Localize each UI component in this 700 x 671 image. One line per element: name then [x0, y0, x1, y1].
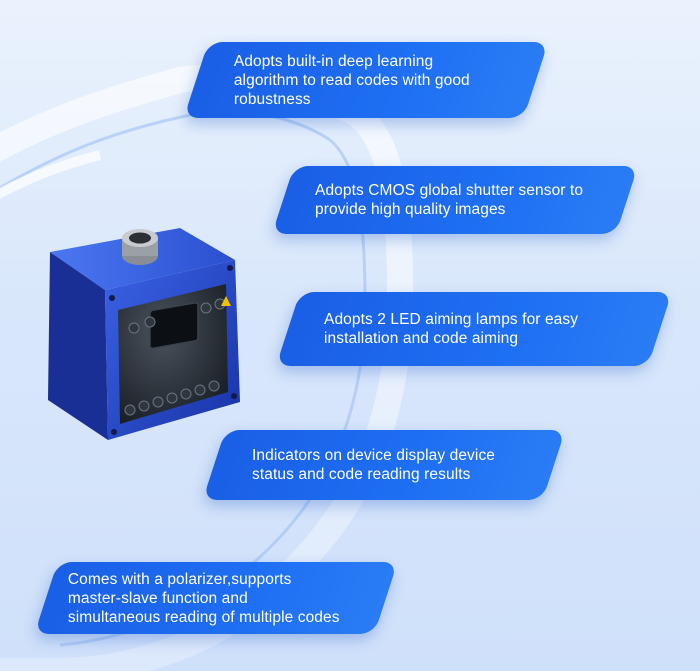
feature-text: Adopts built-in deep learning algorithm …: [234, 52, 470, 108]
feature-callout-deep-learning: Adopts built-in deep learning algorithm …: [183, 42, 549, 118]
feature-text: Adopts 2 LED aiming lamps for easy insta…: [324, 311, 579, 347]
feature-text: Indicators on device display device stat…: [252, 447, 496, 483]
feature-callout-led-aiming: Adopts 2 LED aiming lamps for easy insta…: [275, 292, 673, 366]
barcode-scanner-image: [48, 228, 240, 440]
feature-callout-polarizer: Comes with a polarizer,supports master-s…: [34, 562, 398, 634]
feature-text: Adopts CMOS global shutter sensor to pro…: [315, 182, 584, 218]
feature-callout-cmos-sensor: Adopts CMOS global shutter sensor to pro…: [271, 166, 639, 234]
feature-callout-indicators: Indicators on device display device stat…: [202, 430, 566, 500]
feature-text: Comes with a polarizer,supports master-s…: [68, 570, 340, 626]
